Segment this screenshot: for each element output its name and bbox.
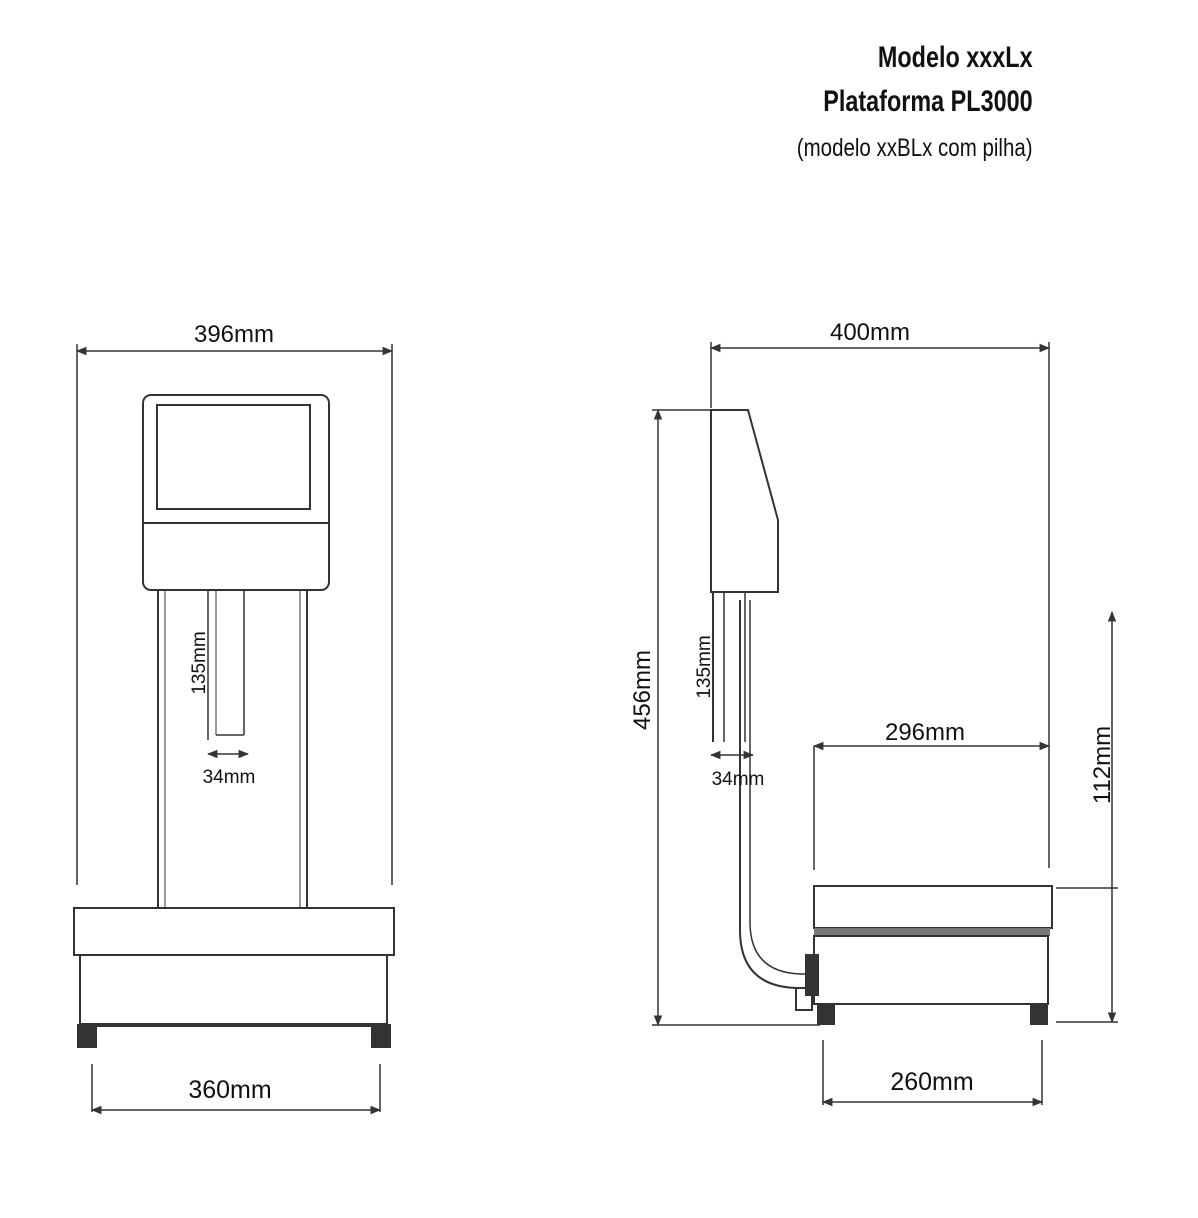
title-block: Modelo xxxLx Plataforma PL3000 (modelo x… (745, 36, 1033, 170)
front-view (73, 344, 395, 1115)
side-column-width-label: 34mm (712, 769, 765, 790)
side-platform-bracket (805, 954, 819, 996)
front-foot-right (371, 1024, 391, 1048)
side-height-label: 456mm (629, 650, 656, 730)
model-title: Modelo xxxLx (878, 41, 1033, 74)
side-depth-label: 400mm (830, 319, 910, 346)
front-display-screen (156, 404, 311, 510)
side-foot-left (817, 1003, 835, 1025)
side-display-head (710, 409, 779, 593)
side-view (652, 342, 1118, 1107)
side-platform-base (813, 935, 1049, 1005)
side-clearance-label: 112mm (1089, 726, 1116, 804)
front-display-head (142, 394, 330, 591)
front-foot-left (77, 1024, 97, 1048)
front-width-label: 396mm (194, 321, 274, 348)
side-column-joint (795, 987, 813, 1011)
side-platform-edge (814, 928, 1050, 936)
front-platform-base (79, 954, 388, 1026)
front-base-width-label: 360mm (188, 1076, 271, 1104)
model-note: (modelo xxBLx com pilha) (797, 134, 1033, 162)
side-column-curve-inner (749, 600, 812, 975)
side-column-height-label: 135mm (694, 635, 715, 698)
side-foot-right (1030, 1003, 1048, 1025)
front-platform-top (73, 907, 395, 956)
side-platform-top (813, 885, 1053, 929)
side-base-depth-label: 260mm (890, 1068, 973, 1096)
side-platform-depth-label: 296mm (885, 719, 965, 746)
front-column-width-label: 34mm (203, 767, 256, 788)
side-column-curve-outer (739, 600, 812, 989)
platform-title: Plataforma PL3000 (823, 85, 1033, 118)
front-column-height-label: 135mm (189, 631, 210, 694)
